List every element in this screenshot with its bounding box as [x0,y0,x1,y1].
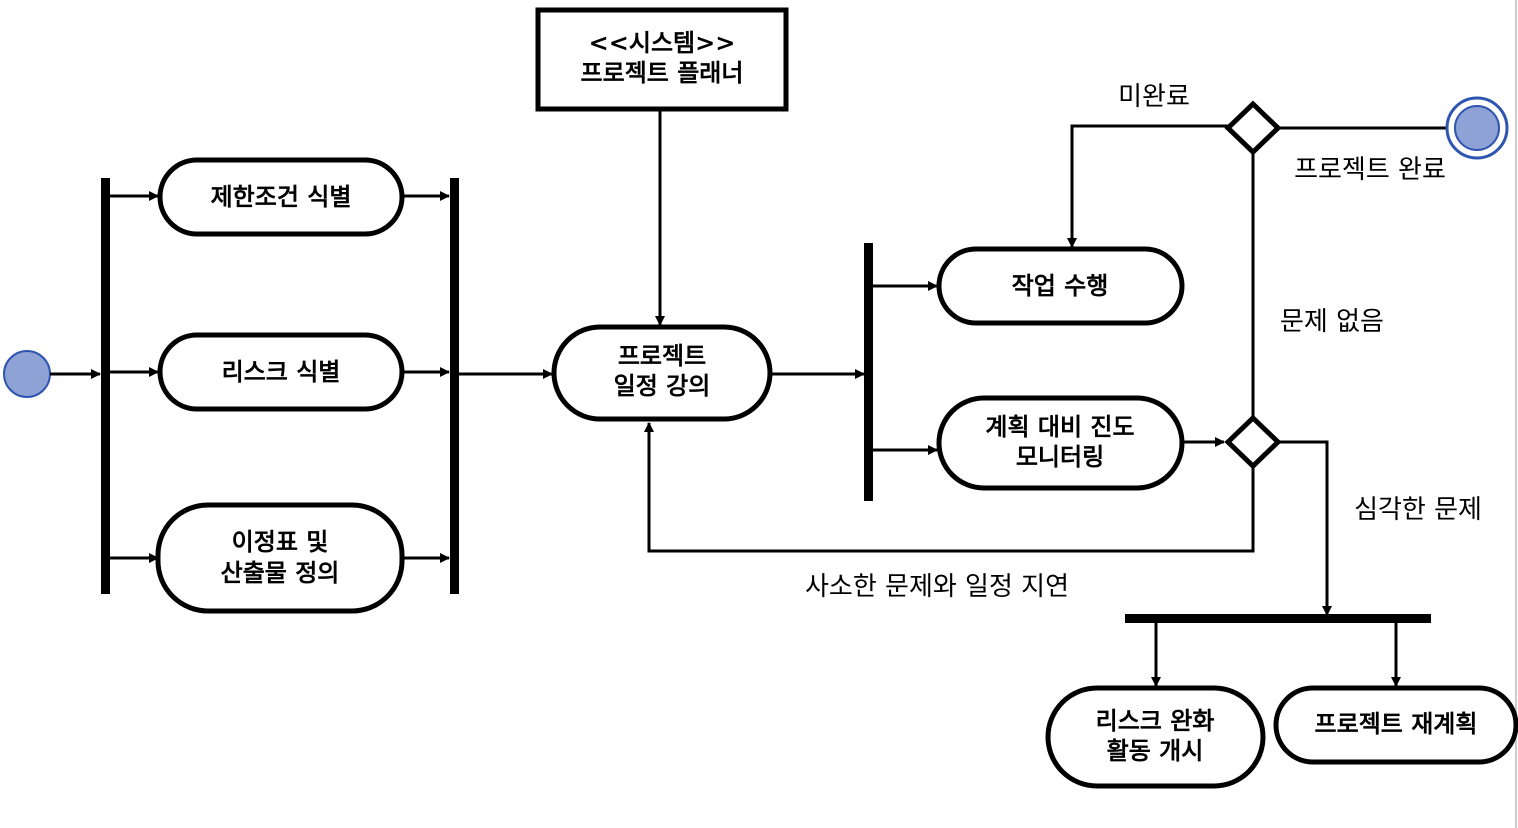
decision-node-completion [1224,100,1282,156]
guard-incomplete: 미완료 [1118,82,1190,112]
flow-serious-problem [1278,440,1332,616]
final-node [1445,96,1509,160]
system-stereotype: <<시스템>> [589,29,736,57]
flow-minor-problem [644,422,1255,553]
initial-node [3,350,51,398]
activity-monitor-progress-line2: 모니터링 [1016,443,1104,471]
activity-schedule-lecture: 프로젝트 일정 강의 [551,324,773,422]
fork-bar-3 [1125,614,1431,623]
system-name: 프로젝트 플래너 [581,59,744,87]
activity-identify-constraints-label: 제한조건 식별 [211,183,352,211]
guard-serious-problem: 심각한 문제 [1354,495,1482,525]
activity-define-milestones: 이정표 및 산출물 정의 [155,502,405,614]
activity-schedule-lecture-line2: 일정 강의 [614,372,711,400]
activity-risk-mitigation-line1: 리스크 완화 [1096,707,1215,735]
activity-replan: 프로젝트 재계획 [1273,685,1518,765]
activity-perform-work-label: 작업 수행 [1012,272,1109,300]
activity-risk-mitigation: 리스크 완화 활동 개시 [1045,685,1266,789]
join-bar-1 [450,178,459,594]
fork-bar-1 [101,178,110,594]
activity-replan-label: 프로젝트 재계획 [1315,710,1478,738]
system-box: <<시스템>> 프로젝트 플래너 [535,7,789,112]
decision-node-progress [1224,414,1282,470]
activity-identify-risks: 리스크 식별 [157,332,405,412]
guard-minor-problem: 사소한 문제와 일정 지연 [805,572,1069,602]
activity-define-milestones-line1: 이정표 및 [232,528,329,556]
activity-monitor-progress: 계획 대비 진도 모니터링 [936,395,1185,491]
activity-define-milestones-line2: 산출물 정의 [221,559,340,587]
activity-monitor-progress-line1: 계획 대비 진도 [985,413,1134,441]
guard-no-problem: 문제 없음 [1280,307,1384,337]
activity-identify-constraints: 제한조건 식별 [157,157,405,237]
fork-bar-2 [864,243,873,501]
activity-perform-work: 작업 수행 [936,246,1185,326]
activity-risk-mitigation-line2: 활동 개시 [1107,737,1204,765]
activity-identify-risks-label: 리스크 식별 [222,358,341,386]
flow-incomplete [1067,124,1228,248]
activity-schedule-lecture-line1: 프로젝트 [618,342,706,370]
guard-project-complete: 프로젝트 완료 [1294,155,1446,185]
